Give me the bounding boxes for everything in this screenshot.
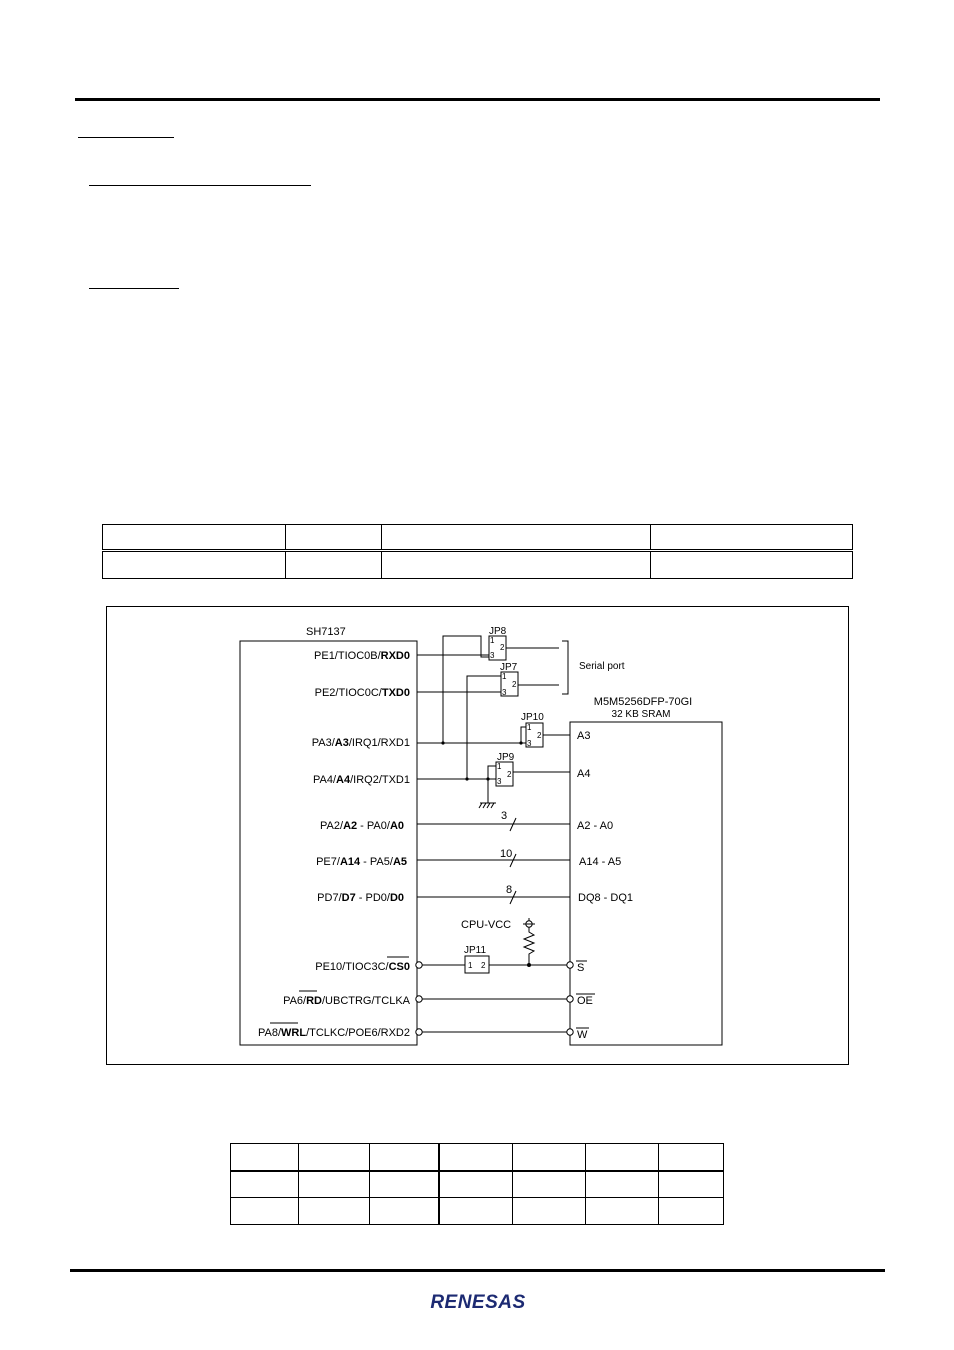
table-cell bbox=[658, 1170, 724, 1198]
bus-width-8: 8 bbox=[506, 884, 512, 896]
jp7-block bbox=[500, 671, 519, 697]
jp7-pin3: 3 bbox=[502, 688, 507, 697]
junction-dots bbox=[441, 741, 531, 967]
mcu-pin-rd: PA6/RD/UBCTRG/TCLKA bbox=[283, 995, 411, 1007]
sram-block bbox=[569, 721, 723, 1046]
jp11-pin1: 1 bbox=[468, 961, 473, 970]
jp10-label: JP10 bbox=[521, 712, 544, 723]
table-cell bbox=[650, 550, 853, 579]
upper-table bbox=[102, 523, 853, 579]
table-cell bbox=[438, 1143, 513, 1171]
lower-table bbox=[230, 1143, 724, 1225]
table-cell bbox=[438, 1197, 513, 1225]
table-cell bbox=[381, 550, 651, 579]
table-cell bbox=[512, 1197, 586, 1225]
mcu-pin-txd0: PE2/TIOC0C/TXD0 bbox=[315, 687, 410, 699]
jp8-pin2: 2 bbox=[500, 643, 505, 652]
table-cell bbox=[102, 550, 286, 579]
jp7-pin1: 1 bbox=[502, 672, 507, 681]
sram-pin-a4: A4 bbox=[577, 768, 590, 780]
jp11-label: JP11 bbox=[464, 945, 486, 956]
sram-sublabel: 32 KB SRAM bbox=[612, 709, 671, 720]
mcu-pin-d7-d0: PD7/D7 - PD0/D0 bbox=[317, 892, 404, 904]
vcc-label: CPU-VCC bbox=[461, 919, 511, 931]
jp9-pin3: 3 bbox=[497, 777, 502, 786]
sram-pin-oe: OE bbox=[577, 995, 593, 1007]
wiring bbox=[417, 635, 570, 1033]
table-cell bbox=[585, 1143, 659, 1171]
mcu-pin-rxd0: PE1/TIOC0B/RXD0 bbox=[314, 650, 410, 662]
mcu-pin-a3: PA3/A3/IRQ1/RXD1 bbox=[312, 737, 410, 749]
table-cell bbox=[285, 523, 382, 552]
jp7-label: JP7 bbox=[500, 662, 518, 673]
jp9-block bbox=[495, 761, 514, 787]
table-cell bbox=[369, 1143, 440, 1171]
table-cell bbox=[585, 1170, 659, 1198]
jp9-pin2: 2 bbox=[507, 770, 512, 779]
jp10-pin1: 1 bbox=[527, 723, 532, 732]
sram-pin-a2-a0: A2 - A0 bbox=[577, 820, 613, 832]
circuit-diagram: SH7137 PE1/TIOC0B/RXD0 PE2/TIOC0C/TXD0 P… bbox=[106, 606, 849, 1065]
jp7-pin2: 2 bbox=[512, 680, 517, 689]
table-cell bbox=[512, 1170, 586, 1198]
mcu-pin-cs0: PE10/TIOC3C/CS0 bbox=[315, 961, 410, 973]
jp8-pin1: 1 bbox=[490, 636, 495, 645]
table-cell bbox=[298, 1170, 370, 1198]
renesas-logo: RENESAS bbox=[420, 1289, 536, 1313]
table-cell bbox=[230, 1143, 299, 1171]
footer-rule bbox=[70, 1269, 885, 1272]
table-cell bbox=[369, 1197, 440, 1225]
table-cell bbox=[658, 1197, 724, 1225]
sram-pin-s: S bbox=[577, 962, 584, 974]
section-heading-underline bbox=[78, 137, 174, 138]
table-cell bbox=[658, 1143, 724, 1171]
mcu-pin-a14-a5: PE7/A14 - PA5/A5 bbox=[316, 856, 407, 868]
mcu-pin-wrl: PA8/WRL/TCLKC/POE6/RXD2 bbox=[258, 1027, 410, 1039]
table-cell bbox=[285, 550, 382, 579]
subsection-heading-underline-2 bbox=[89, 288, 179, 289]
sram-pin-w: W bbox=[577, 1029, 588, 1041]
mcu-label: SH7137 bbox=[306, 626, 346, 638]
jp10-pin2: 2 bbox=[537, 731, 542, 740]
jp11-pin2: 2 bbox=[481, 961, 486, 970]
header-rule bbox=[75, 98, 880, 101]
table-cell bbox=[650, 523, 853, 552]
sram-pin-dq: DQ8 - DQ1 bbox=[578, 892, 633, 904]
mcu-pin-a2-a0: PA2/A2 - PA0/A0 bbox=[320, 820, 404, 832]
subsection-heading-underline bbox=[89, 185, 311, 186]
sram-label: M5M5256DFP-70GI bbox=[594, 696, 692, 708]
table-cell bbox=[381, 523, 651, 552]
jp9-label: JP9 bbox=[497, 752, 515, 763]
serial-port-label: Serial port bbox=[579, 661, 625, 672]
jp8-label: JP8 bbox=[489, 626, 507, 637]
table-cell bbox=[438, 1170, 513, 1198]
bus-width-10: 10 bbox=[500, 848, 512, 860]
jp10-pin3: 3 bbox=[527, 739, 532, 748]
table-cell bbox=[298, 1143, 370, 1171]
sram-pin-a14-a5: A14 - A5 bbox=[579, 856, 621, 868]
mcu-pin-a4: PA4/A4/IRQ2/TXD1 bbox=[313, 774, 410, 786]
jp8-pin3: 3 bbox=[490, 651, 495, 660]
table-cell bbox=[369, 1170, 440, 1198]
mcu-block bbox=[239, 640, 418, 1046]
jp9-pin1: 1 bbox=[497, 762, 502, 771]
table-cell bbox=[230, 1197, 299, 1225]
table-cell bbox=[230, 1170, 299, 1198]
table-cell bbox=[585, 1197, 659, 1225]
pin-terminals bbox=[415, 920, 574, 1036]
renesas-logo-text: RENESAS bbox=[430, 1292, 525, 1313]
table-cell bbox=[512, 1143, 586, 1171]
table-cell bbox=[102, 523, 286, 552]
bus-width-3: 3 bbox=[501, 810, 507, 822]
table-cell bbox=[298, 1197, 370, 1225]
sram-pin-a3: A3 bbox=[577, 730, 590, 742]
